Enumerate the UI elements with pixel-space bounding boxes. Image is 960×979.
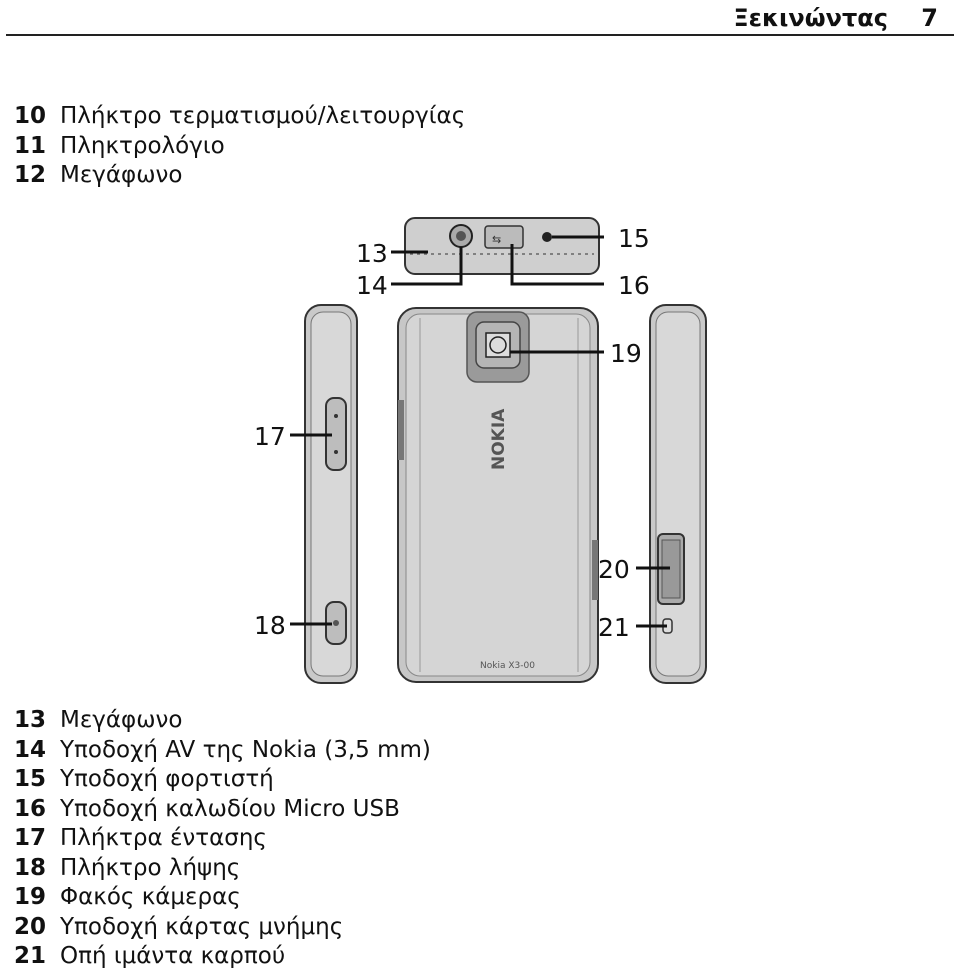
legend-number: 10 [14, 103, 47, 129]
legend-number: 19 [14, 884, 47, 910]
legend-number: 13 [14, 707, 47, 733]
callout-16: 16 [618, 271, 650, 300]
callout-14: 14 [356, 271, 388, 300]
phone-back-view: NOKIA Nokia X3-00 [397, 307, 599, 683]
legend-item: 10 Πλήκτρο τερματισμού/λειτουργίας [14, 102, 465, 132]
legend-item: 19 Φακός κάμερας [14, 883, 431, 913]
legend-text: Πληκτρολόγιο [60, 132, 225, 159]
callout-13: 13 [356, 239, 388, 268]
callout-lines [290, 235, 670, 628]
legend-item: 15 Υποδοχή φορτιστή [14, 765, 431, 795]
phone-top-view: ⇆ [404, 217, 600, 275]
page-number: 7 [921, 4, 938, 32]
legend-number: 14 [14, 736, 47, 763]
model-label: Nokia X3-00 [480, 661, 535, 671]
legend-number: 16 [14, 795, 47, 822]
legend-number: 20 [14, 913, 47, 940]
legend-text: Μεγάφωνο [60, 162, 183, 188]
legend-item: 11 Πληκτρολόγιο [14, 132, 465, 162]
legend-text: Πλήκτρα έντασης [60, 825, 267, 851]
page-header: Ξεκινώντας 7 [6, 0, 954, 36]
legend-number: 11 [14, 132, 47, 159]
legend-number: 17 [14, 825, 47, 851]
legend-item: 14 Υποδοχή AV της Nokia (3,5 mm) [14, 736, 431, 766]
legend-text: Μεγάφωνο [60, 707, 183, 733]
legend-text: Υποδοχή κάρτας μνήμης [60, 913, 344, 940]
callout-18: 18 [254, 611, 286, 640]
charger-socket-icon [542, 232, 552, 242]
legend-number: 15 [14, 766, 47, 792]
legend-text: Πλήκτρο λήψης [60, 854, 241, 881]
legend-text: Υποδοχή φορτιστή [60, 766, 274, 792]
legend-number: 21 [14, 943, 47, 969]
legend-text: Πλήκτρο τερματισμού/λειτουργίας [60, 103, 466, 129]
callout-17: 17 [254, 422, 286, 451]
legend-item: 20 Υποδοχή κάρτας μνήμης [14, 913, 431, 943]
legend-number: 12 [14, 162, 47, 188]
legend-item: 18 Πλήκτρο λήψης [14, 854, 431, 884]
bottom-legend-list: 13 Μεγάφωνο 14 Υποδοχή AV της Nokia (3,5 m… [14, 706, 431, 972]
legend-number: 18 [14, 854, 47, 881]
callout-20: 20 [598, 555, 630, 584]
brand-logo: NOKIA [489, 408, 509, 470]
legend-item: 21 Οπή ιμάντα καρπού [14, 942, 431, 972]
callout-15: 15 [618, 224, 650, 253]
legend-item: 16 Υποδοχή καλωδίου Micro USB [14, 795, 431, 825]
usb-port-icon [484, 225, 524, 249]
legend-item: 13 Μεγάφωνο [14, 706, 431, 736]
chapter-title: Ξεκινώντας [733, 4, 888, 32]
callout-19: 19 [610, 339, 642, 368]
legend-text: Φακός κάμερας [60, 884, 241, 910]
svg-text:⇆: ⇆ [492, 233, 501, 246]
legend-item: 12 Μεγάφωνο [14, 161, 465, 191]
legend-text: Οπή ιμάντα καρπού [60, 943, 286, 969]
top-legend-list: 10 Πλήκτρο τερματισμού/λειτουργίας 11 Πληκ… [14, 102, 465, 191]
legend-text: Υποδοχή καλωδίου Micro USB [60, 795, 400, 822]
legend-text: Υποδοχή AV της Nokia (3,5 mm) [60, 736, 431, 763]
callout-21: 21 [598, 613, 630, 642]
legend-item: 17 Πλήκτρα έντασης [14, 824, 431, 854]
phone-left-side-view [304, 304, 358, 684]
